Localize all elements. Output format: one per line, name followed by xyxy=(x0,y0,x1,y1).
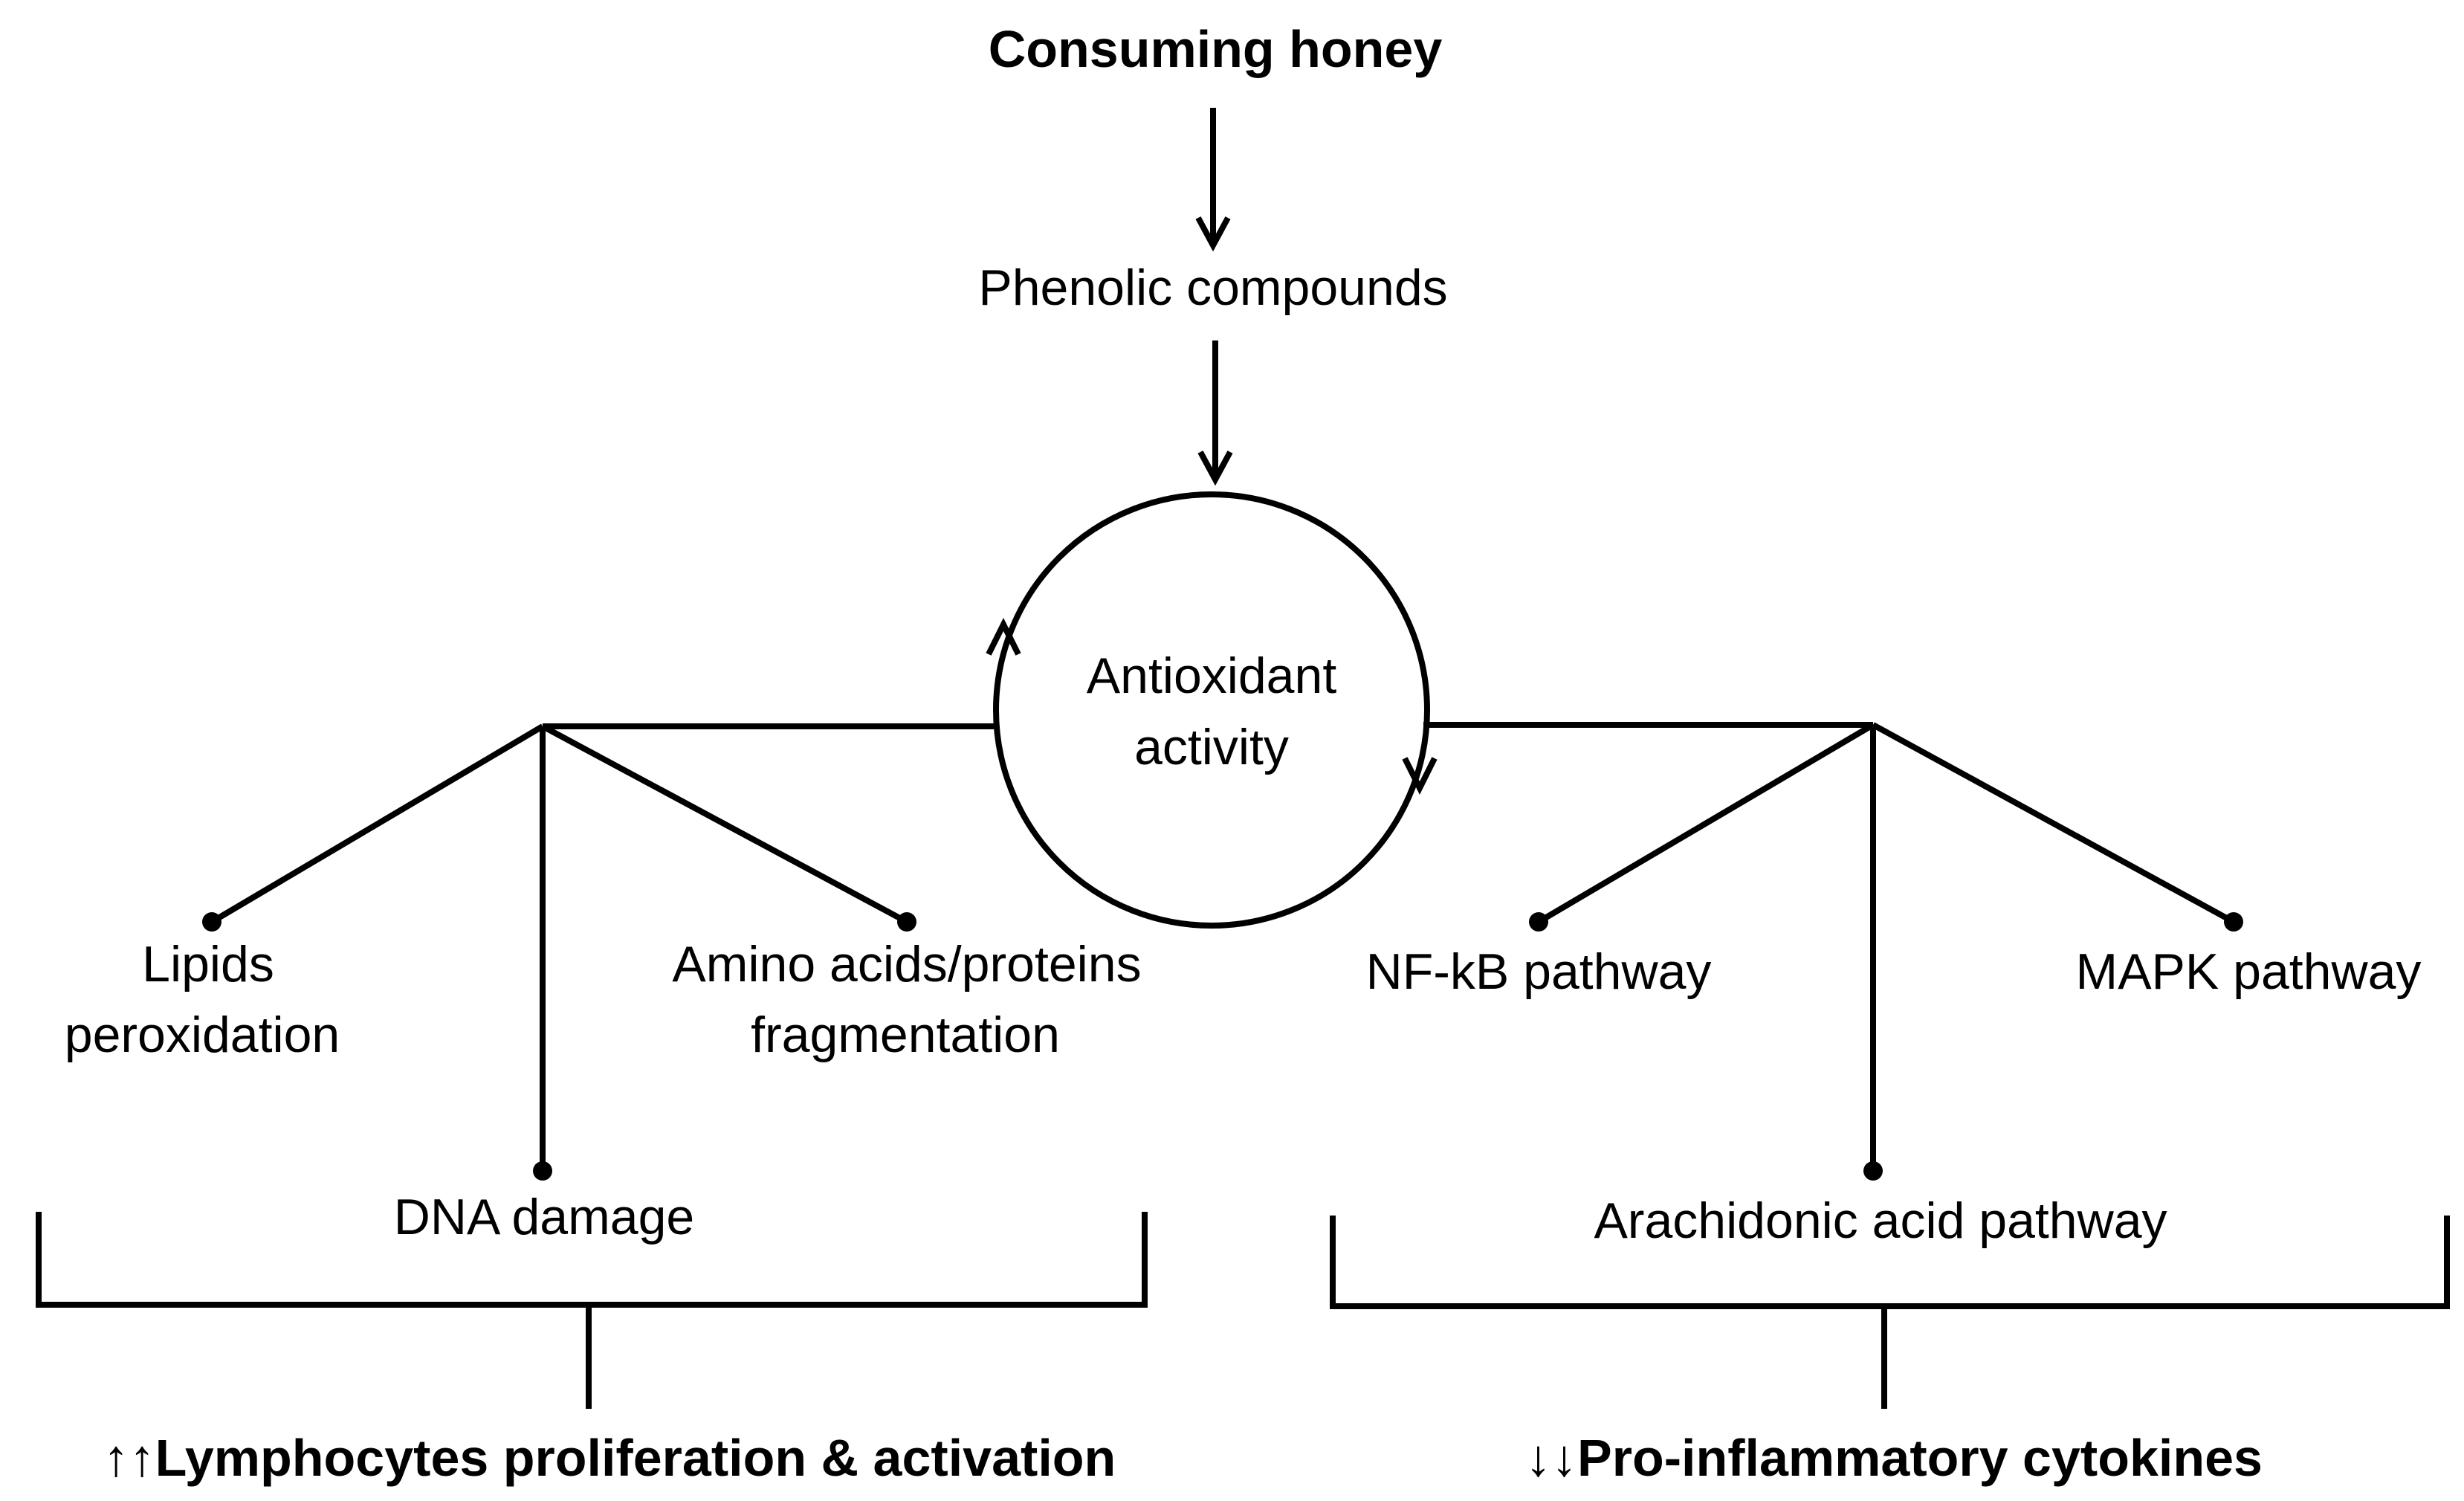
node-amino-line1: Amino acids/proteins xyxy=(672,936,1141,992)
node-consuming-honey: Consuming honey xyxy=(989,20,1443,78)
right-group-bracket xyxy=(1330,1216,2450,1309)
node-mapk-pathway: MAPK pathway xyxy=(2076,943,2422,1000)
inhibit-dot-dna xyxy=(533,1161,552,1181)
node-amino-line2: fragmentation xyxy=(751,1007,1060,1063)
cycle-arrow-up-icon xyxy=(986,618,1021,656)
arrow-honey-to-phenolic xyxy=(1195,108,1231,252)
node-lipids-line1: Lipids xyxy=(142,936,274,992)
right-branch-connectors xyxy=(1423,722,2243,1181)
inhibit-dot-lipids xyxy=(202,912,221,932)
node-antioxidant-line2: activity xyxy=(1134,719,1289,775)
node-nfkb-pathway: NF-kB pathway xyxy=(1366,943,1712,1000)
inhibit-dot-arachidonic xyxy=(1863,1161,1883,1181)
node-phenolic-compounds: Phenolic compounds xyxy=(978,259,1447,316)
inhibit-dot-mapk xyxy=(2224,912,2243,932)
outcome-cytokines: ↓↓Pro-inflammatory cytokines xyxy=(1525,1429,2263,1487)
node-lipids-line2: peroxidation xyxy=(65,1007,340,1063)
outcome-lymphocytes: ↑↑Lymphocytes proliferation & activation xyxy=(103,1429,1116,1487)
cycle-arrow-down-icon xyxy=(1402,757,1438,795)
antioxidant-cycle-circle xyxy=(993,491,1430,929)
inhibit-dot-nfkb xyxy=(1529,912,1548,932)
left-branch-connectors xyxy=(202,723,996,1181)
node-arachidonic-pathway: Arachidonic acid pathway xyxy=(1594,1192,2167,1249)
node-dna-damage: DNA damage xyxy=(394,1189,694,1245)
arrow-phenolic-to-antioxidant xyxy=(1197,340,1233,486)
node-antioxidant-line1: Antioxidant xyxy=(1087,648,1337,704)
inhibit-dot-amino xyxy=(897,912,916,932)
